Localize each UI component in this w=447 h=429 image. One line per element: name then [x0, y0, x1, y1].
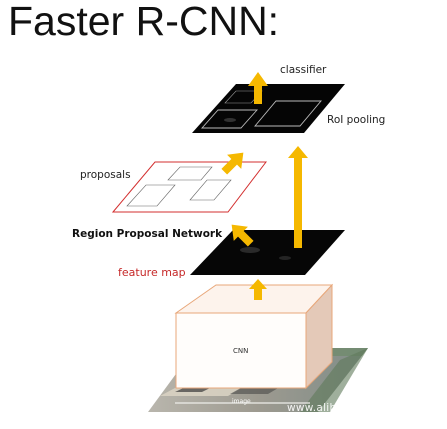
roi-pooling-label: RoI pooling [327, 114, 386, 126]
watermark: www.alibabacloud.com [287, 402, 414, 414]
arrow-cnn-to-feature-map [249, 279, 267, 300]
diagram-title: Faster R-CNN: [8, 0, 280, 44]
arrow-feature-map-to-roi [288, 146, 308, 248]
proposals-label: proposals [80, 169, 131, 181]
arrow-rpn [231, 224, 254, 247]
image-label: image [232, 398, 251, 405]
roi-pooling-plane [192, 84, 345, 133]
proposals-plane [111, 161, 268, 213]
arrow-proposals-to-roi [221, 152, 244, 175]
classifier-label: classifier [280, 64, 327, 76]
cnn-label: CNN [233, 347, 249, 355]
arrow-roi-to-classifier [248, 72, 268, 104]
cnn-box [174, 283, 334, 390]
rpn-label: Region Proposal Network [72, 228, 223, 240]
feature-map-label: feature map [118, 266, 186, 279]
feature-map-plane [190, 230, 345, 275]
